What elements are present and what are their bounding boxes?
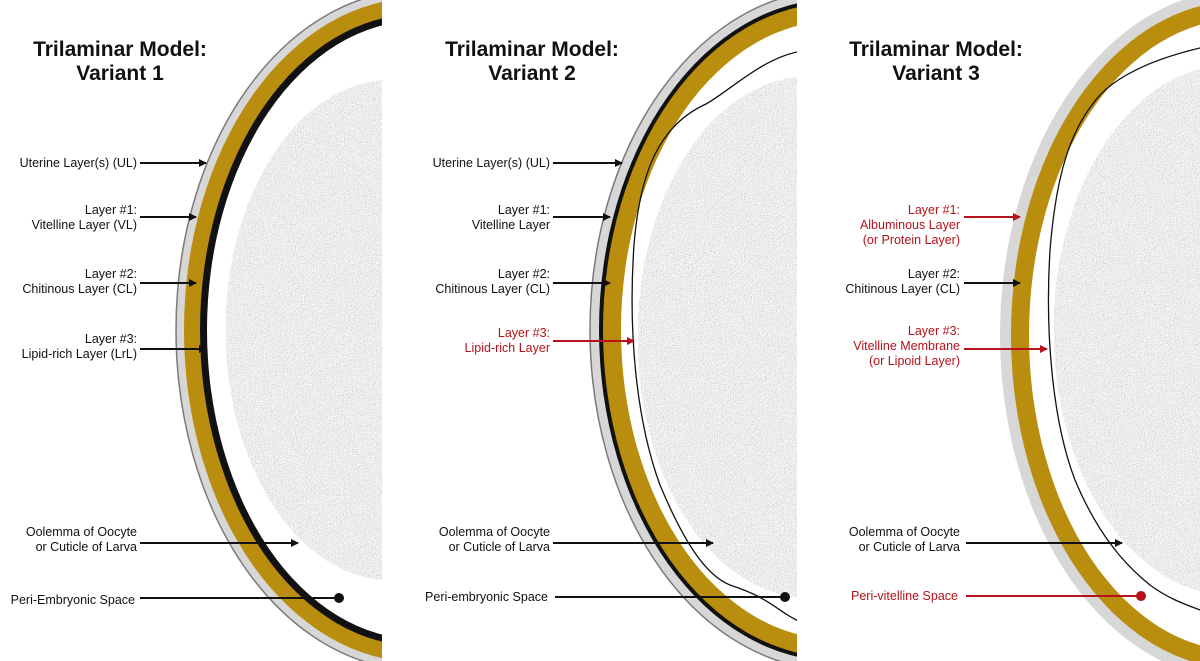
panel-title-line2: Variant 1 [76,62,164,85]
label-uterine: Uterine Layer(s) (UL) [20,156,137,170]
label-oolemma-line2: or Cuticle of Larva [449,540,550,554]
label-layer3-line2: Lipid-rich Layer (LrL) [22,347,137,361]
label-layer3-line2: Lipid-rich Layer [465,341,550,355]
label-layer1-line2: Vitelline Layer (VL) [32,218,137,232]
panel-variant-3: Trilaminar Model: Variant 3 Layer #1: Al… [845,0,1200,661]
label-layer1-line2: Albuminous Layer [860,218,960,232]
panel-variant-2: Trilaminar Model: Variant 2 Uterine Laye… [425,0,797,661]
label-layer1-line1: Layer #1: [498,203,550,217]
label-layer2-line2: Chitinous Layer (CL) [435,282,550,296]
label-layer3-line3: (or Lipoid Layer) [869,354,960,368]
label-layer1-line1: Layer #1: [85,203,137,217]
panel-title-line1: Trilaminar Model: [33,38,207,61]
label-layer2-line1: Layer #2: [85,267,137,281]
label-layer3-line1: Layer #3: [85,332,137,346]
label-layer1-line3: (or Protein Layer) [863,233,960,247]
label-oolemma-line1: Oolemma of Oocyte [26,525,137,539]
lipid-rich-layer-line [631,51,797,621]
label-layer2-line2: Chitinous Layer (CL) [845,282,960,296]
panel-title-line2: Variant 2 [488,62,576,85]
panel-variant-1: Trilaminar Model: Variant 1 Uterine Laye… [11,0,382,661]
label-oolemma-line1: Oolemma of Oocyte [439,525,550,539]
oocyte [225,80,382,580]
label-layer3-line1: Layer #3: [908,324,960,338]
vitelline-membrane-line [1047,47,1200,611]
label-layer1-line1: Layer #1: [908,203,960,217]
label-layer2-line1: Layer #2: [908,267,960,281]
oocyte [1053,68,1200,592]
panel-title-line2: Variant 3 [892,62,980,85]
oocyte [637,77,797,597]
label-space: Peri-Embryonic Space [11,593,135,607]
label-oolemma-line2: or Cuticle of Larva [859,540,960,554]
label-layer2-line1: Layer #2: [498,267,550,281]
label-layer3-line1: Layer #3: [498,326,550,340]
panel-title-line1: Trilaminar Model: [445,38,619,61]
label-layer3-line2: Vitelline Membrane [853,339,960,353]
label-layer1-line2: Vitelline Layer [472,218,550,232]
label-uterine: Uterine Layer(s) (UL) [433,156,550,170]
label-layer2-line2: Chitinous Layer (CL) [22,282,137,296]
label-oolemma-line2: or Cuticle of Larva [36,540,137,554]
label-oolemma-line1: Oolemma of Oocyte [849,525,960,539]
pointer-dot [1136,591,1146,601]
label-space: Peri-embryonic Space [425,590,548,604]
pointer-dot [780,592,790,602]
label-space: Peri-vitelline Space [851,589,958,603]
panel-title-line1: Trilaminar Model: [849,38,1023,61]
pointer-dot [334,593,344,603]
